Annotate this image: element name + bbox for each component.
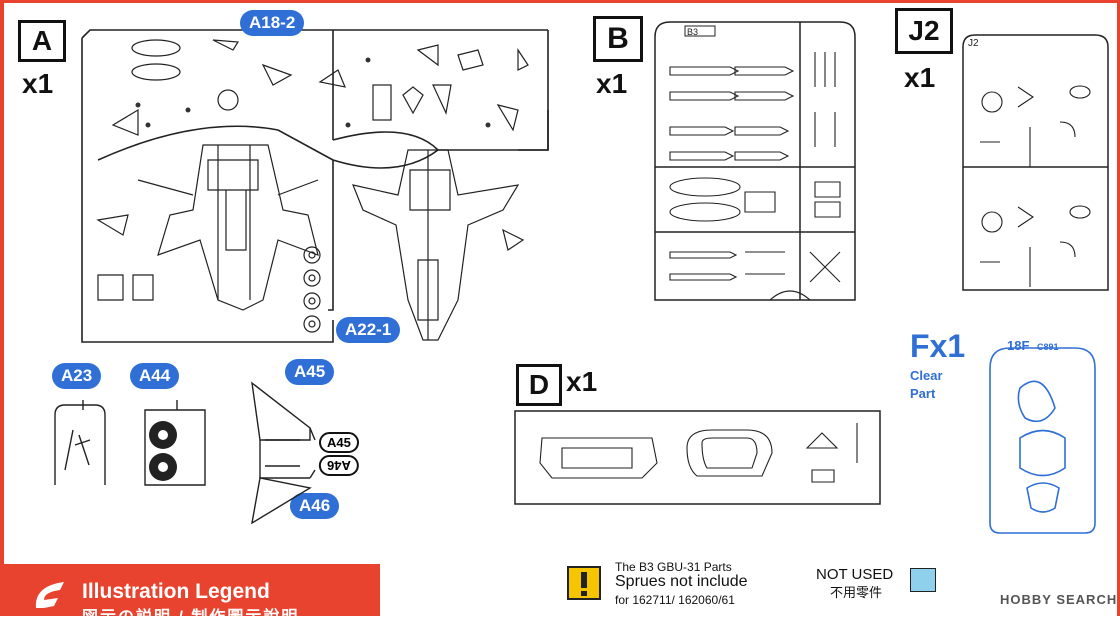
legend-title: Illustration Legend: [82, 580, 270, 603]
sprue-j2-tag: J2: [968, 38, 979, 49]
parts-a23-a44-drawing: [54, 400, 206, 486]
sprue-d-label: D: [516, 364, 562, 406]
sprue-a-label: A: [18, 20, 66, 62]
callout-a18-2: A18-2: [240, 10, 305, 36]
b3-note-line2: Sprues not include: [615, 573, 748, 590]
watermark: HOBBY SEARCH: [1000, 592, 1118, 607]
warning-icon: [567, 566, 601, 600]
label-a46-oval: A46: [319, 455, 359, 476]
sprue-b-drawing: B3: [654, 21, 856, 301]
sprue-j2-label: J2: [895, 8, 953, 54]
b3-note-line3: for 162711/ 162060/61: [615, 593, 735, 607]
legend-logo: [35, 582, 64, 608]
clear-part-note-line1: Clear: [910, 368, 943, 383]
callout-a22-1: A22-1: [336, 317, 401, 343]
label-a45-oval: A45: [319, 432, 359, 453]
clear-part-note-line2: Part: [910, 386, 936, 401]
sprue-b-tag: B3: [687, 27, 698, 37]
sprue-f-label: Fx1: [910, 328, 966, 364]
sprue-b-qty: x1: [596, 68, 628, 99]
callout-a23: A23: [52, 363, 102, 389]
sprue-f-drawing: 18F C891: [989, 338, 1096, 534]
b3-note-line1: The B3 GBU-31 Parts: [615, 560, 732, 574]
sprue-a-drawing: [81, 29, 549, 343]
sprue-j2-drawing: J2: [962, 34, 1109, 291]
callout-a45: A45: [285, 359, 335, 385]
sprue-d-drawing: [514, 410, 881, 505]
sprue-j2-qty: x1: [904, 62, 936, 93]
sprue-a-qty: x1: [22, 68, 54, 99]
not-used-label-cn: 不用零件: [830, 586, 883, 601]
not-used-swatch: [910, 568, 936, 592]
sprue-f-tag-small: C891: [1037, 342, 1059, 352]
callout-a44: A44: [130, 363, 180, 389]
not-used-label: NOT USED: [816, 566, 894, 583]
sprue-b-label: B: [593, 16, 643, 62]
parts-a45-a46-drawing: [251, 381, 316, 525]
callout-a46: A46: [290, 493, 340, 519]
legend-subtitle: 図示の説明 / 制作圖示說明: [82, 609, 300, 626]
illustration-legend-bar: [0, 564, 380, 616]
sprue-d-qty: x1: [566, 366, 598, 397]
sprue-f-tag: 18F: [1007, 338, 1029, 353]
